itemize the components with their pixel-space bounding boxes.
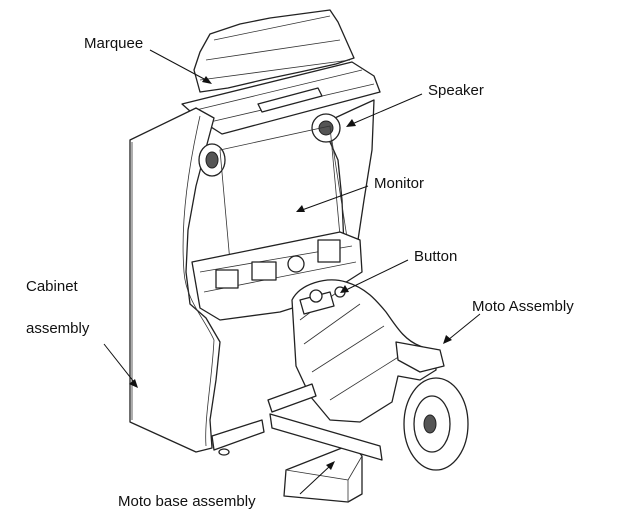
button-label: Button — [414, 248, 458, 265]
motorcycle — [291, 279, 445, 423]
speaker-left — [198, 143, 226, 177]
speaker-label: Speaker — [428, 82, 484, 99]
moto-assembly-label: Moto Assembly — [472, 298, 574, 315]
marquee-panel — [193, 9, 355, 93]
moto-base-arrow — [299, 461, 335, 495]
cabinet-label-line2: assembly — [26, 320, 90, 337]
moto-base-assembly-label: Moto base assembly — [118, 493, 256, 510]
marquee-label: Marquee — [84, 35, 144, 52]
monitor-arrow — [296, 185, 369, 212]
motorcycle-rear-wheel — [403, 377, 469, 471]
moto-assembly-arrow — [443, 313, 481, 344]
cabinet-label-line1: Cabinet — [26, 278, 78, 295]
speaker-arrow — [346, 93, 423, 127]
speaker-right — [311, 113, 341, 143]
button-arrow — [340, 259, 409, 293]
monitor-label: Monitor — [374, 175, 425, 192]
cabinet-arrow — [103, 343, 138, 388]
cabinet-roof — [181, 61, 381, 135]
cabinet-base — [211, 419, 265, 456]
marquee-arrow — [149, 49, 212, 84]
